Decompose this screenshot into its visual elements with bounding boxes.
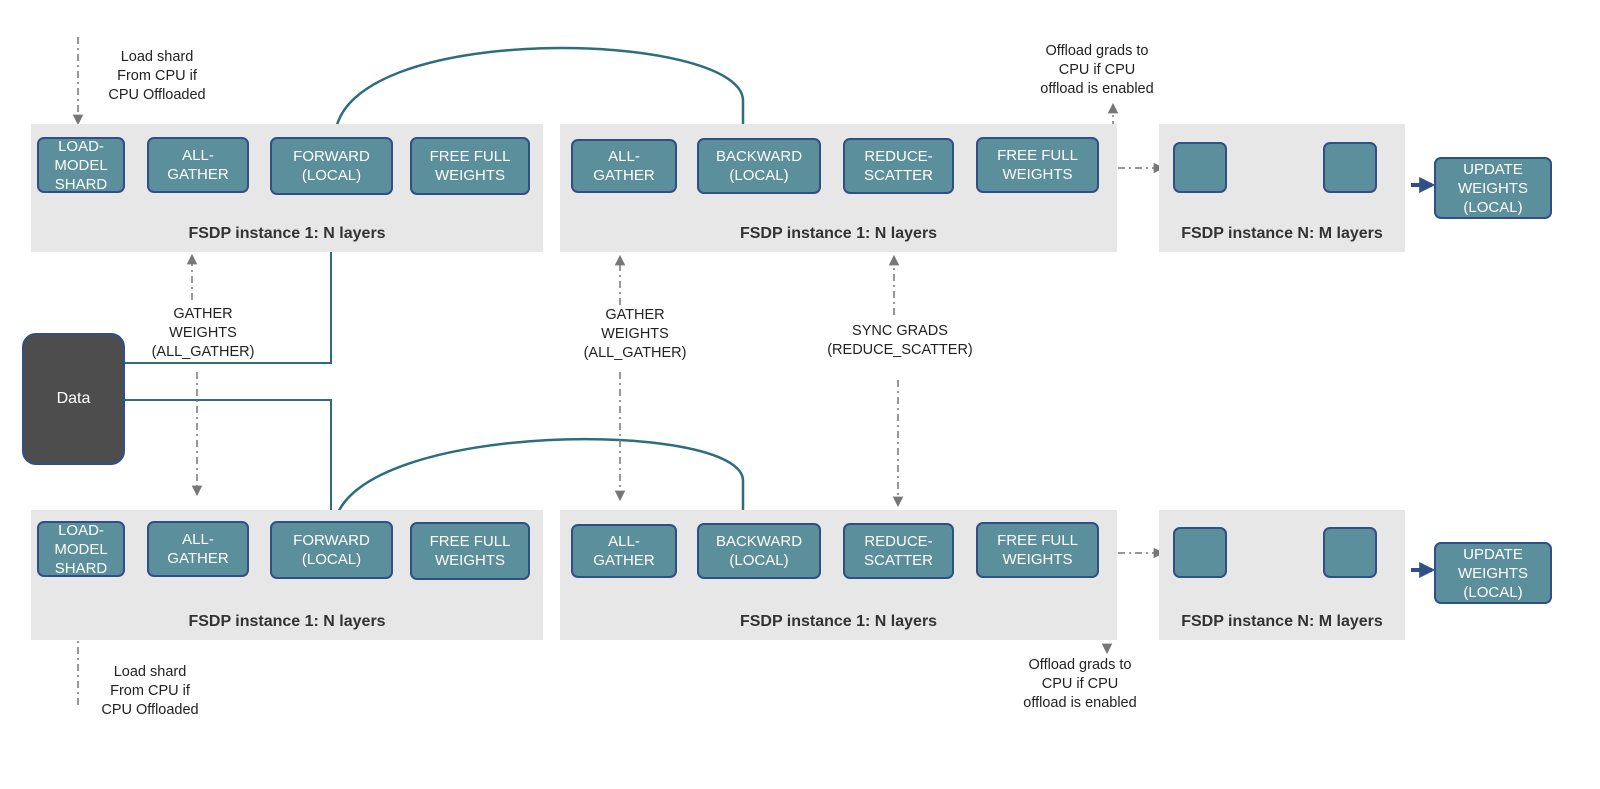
- note-gather-weights-left: GATHER WEIGHTS (ALL_GATHER): [151, 306, 255, 360]
- forward-to-backward-curve: [333, 46, 751, 141]
- layer-box-last: [1323, 142, 1377, 193]
- load-shard-box: LOAD- MODEL SHARD: [37, 137, 125, 193]
- layer-box-first: [1173, 527, 1227, 578]
- note-sync-grads: SYNC GRADS (REDUCE_SCATTER): [827, 323, 973, 358]
- forward-to-backward-curve: [333, 437, 751, 526]
- note-offload-bottom: Offload grads to CPU if CPU offload is e…: [1023, 657, 1137, 711]
- load-shard-box: LOAD- MODEL SHARD: [37, 521, 125, 577]
- backward-box: BACKWARD (LOCAL): [697, 138, 821, 194]
- update-weights-box: UPDATE WEIGHTS (LOCAL): [1434, 157, 1552, 219]
- panel-label: FSDP instance N: M layers: [1181, 613, 1383, 630]
- forward-box: FORWARD (LOCAL): [270, 137, 393, 195]
- all-gather-box: ALL- GATHER: [571, 524, 677, 578]
- data-line-top: [125, 194, 337, 364]
- note-load-shard-top: Load shard From CPU if CPU Offloaded: [108, 49, 206, 103]
- note-gather-weights-middle: GATHER WEIGHTS (ALL_GATHER): [583, 307, 687, 361]
- free-full-weights-box: FREE FULL WEIGHTS: [976, 522, 1099, 578]
- all-gather-box: ALL- GATHER: [571, 139, 677, 193]
- all-gather-box: ALL- GATHER: [147, 521, 249, 577]
- panel-label: FSDP instance 1: N layers: [188, 613, 386, 630]
- data-block: Data: [22, 333, 125, 465]
- panel-label: FSDP instance 1: N layers: [188, 225, 386, 242]
- free-full-weights-box: FREE FULL WEIGHTS: [410, 137, 530, 195]
- reduce-scatter-box: REDUCE- SCATTER: [843, 138, 954, 194]
- free-full-weights-box: FREE FULL WEIGHTS: [976, 137, 1099, 193]
- data-line-bottom: [125, 399, 337, 524]
- panel-label: FSDP instance 1: N layers: [739, 225, 938, 242]
- note-load-shard-bottom: Load shard From CPU if CPU Offloaded: [101, 664, 199, 718]
- layer-box-first: [1173, 142, 1227, 193]
- panel-label: FSDP instance 1: N layers: [739, 613, 938, 630]
- layer-box-last: [1323, 527, 1377, 578]
- backward-box: BACKWARD (LOCAL): [697, 523, 821, 579]
- panel-label: FSDP instance N: M layers: [1181, 225, 1383, 242]
- update-weights-box: UPDATE WEIGHTS (LOCAL): [1434, 542, 1552, 604]
- reduce-scatter-box: REDUCE- SCATTER: [843, 523, 954, 579]
- forward-box: FORWARD (LOCAL): [270, 521, 393, 579]
- free-full-weights-box: FREE FULL WEIGHTS: [410, 522, 530, 580]
- all-gather-box: ALL- GATHER: [147, 137, 249, 193]
- note-offload-top: Offload grads to CPU if CPU offload is e…: [1040, 43, 1154, 97]
